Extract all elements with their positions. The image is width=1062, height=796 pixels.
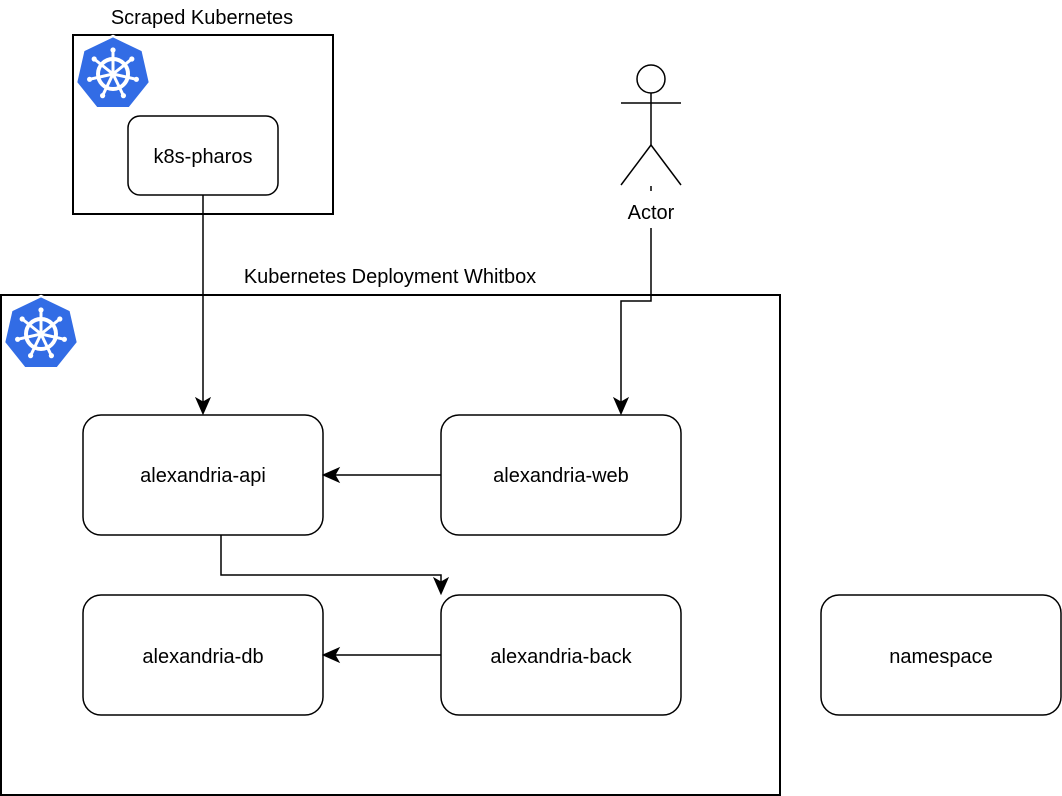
node-alexandria-back[interactable]: alexandria-back xyxy=(440,594,682,716)
scraped-kubernetes-cluster[interactable]: Scraped Kubernetes k8s-pharos xyxy=(72,7,334,215)
node-namespace[interactable]: namespace xyxy=(820,594,1062,716)
node-alexandria-db[interactable]: alexandria-db xyxy=(82,594,324,716)
node-k8s-pharos[interactable]: k8s-pharos xyxy=(127,115,279,196)
deployment-cluster-frame xyxy=(0,294,781,796)
node-alexandria-db-label: alexandria-db xyxy=(142,646,263,668)
deployment-cluster-title: Kubernetes Deployment Whitbox xyxy=(244,266,536,288)
actor-label: Actor xyxy=(628,202,675,224)
arrowhead xyxy=(321,646,341,664)
actor[interactable]: Actor xyxy=(620,64,682,224)
node-alexandria-api[interactable]: alexandria-api xyxy=(82,414,324,536)
node-namespace-label: namespace xyxy=(889,646,992,668)
arrowhead xyxy=(321,466,341,484)
scraped-cluster-title: Scraped Kubernetes xyxy=(111,7,293,29)
node-k8s-pharos-label: k8s-pharos xyxy=(154,146,253,168)
edge-actor-to-web xyxy=(620,186,652,404)
actor-figure-icon xyxy=(620,64,682,186)
edge-api-to-back xyxy=(220,535,442,584)
node-alexandria-web-label: alexandria-web xyxy=(493,465,629,487)
arrowhead xyxy=(432,576,450,596)
node-alexandria-web[interactable]: alexandria-web xyxy=(440,414,682,536)
arrowhead xyxy=(194,396,212,416)
arrowhead xyxy=(612,396,630,416)
node-alexandria-api-label: alexandria-api xyxy=(140,465,266,487)
node-alexandria-back-label: alexandria-back xyxy=(490,646,632,668)
deployment-cluster[interactable]: Kubernetes Deployment Whitbox alexandria… xyxy=(0,266,781,796)
